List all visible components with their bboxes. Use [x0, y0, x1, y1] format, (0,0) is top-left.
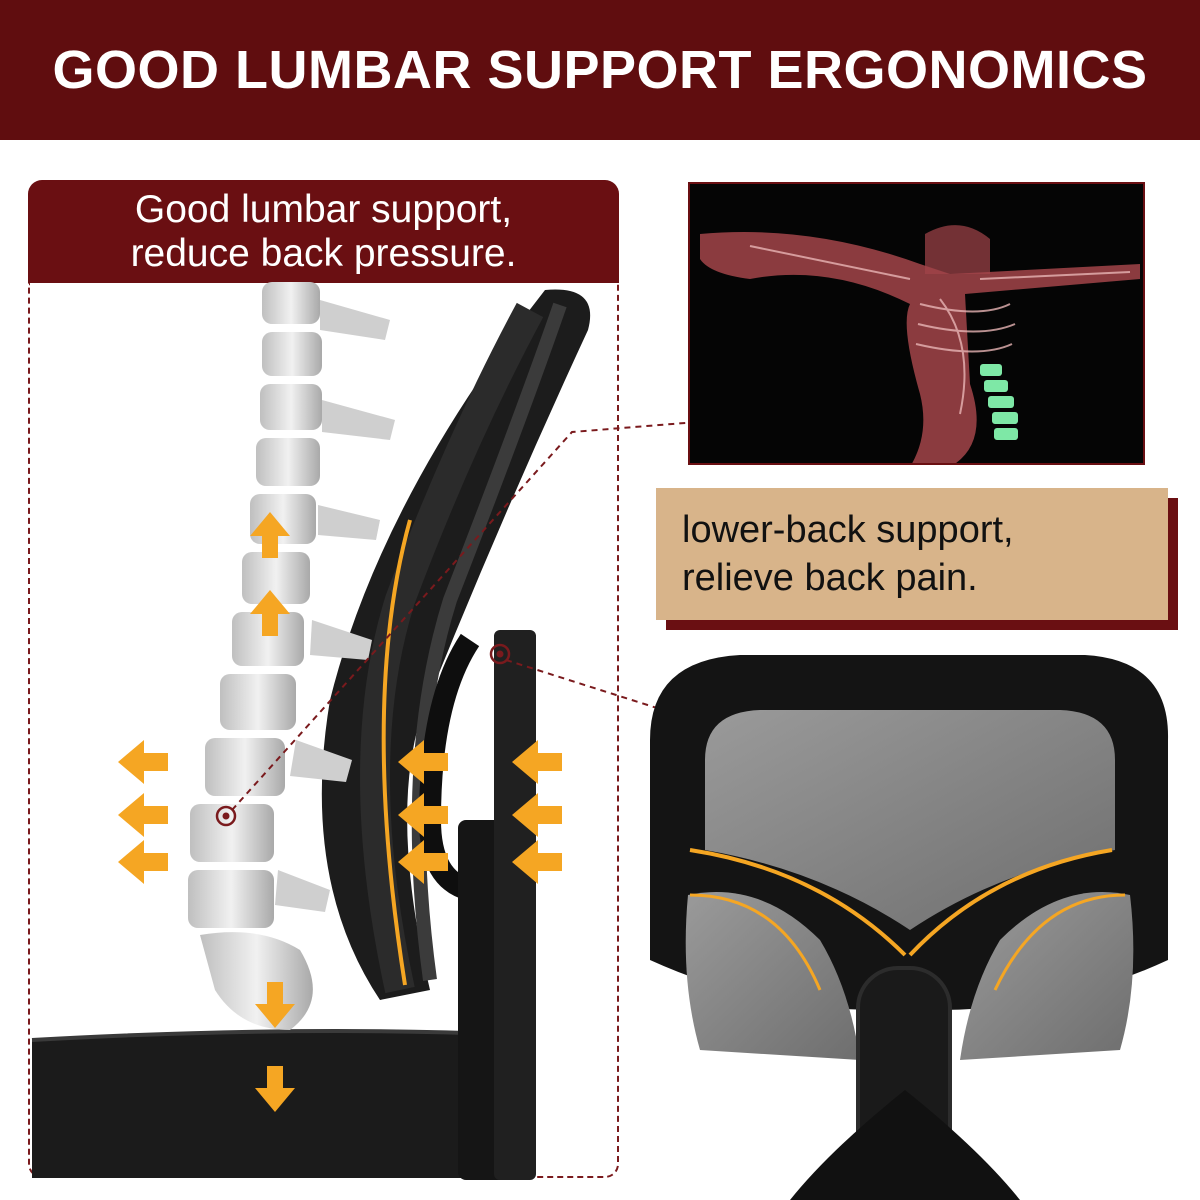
lower-back-callout: lower-back support, relieve back pain.	[656, 488, 1168, 620]
callout-line2: relieve back pain.	[682, 557, 978, 599]
chair-backrest-rear	[650, 655, 1169, 1200]
spine-panel-line2: reduce back pressure.	[130, 231, 517, 275]
spine-panel-line1: Good lumbar support,	[134, 187, 513, 231]
target-marker-icon	[489, 643, 511, 665]
spine-panel-header: Good lumbar support, reduce back pressur…	[28, 180, 619, 283]
spine-illustration	[188, 282, 395, 1030]
target-marker-icon	[215, 805, 237, 827]
title-banner: GOOD LUMBAR SUPPORT ERGONOMICS	[0, 0, 1200, 140]
xray-image	[688, 182, 1145, 465]
arrow-left-icon	[118, 793, 168, 837]
callout-line1: lower-back support,	[682, 509, 1014, 551]
arrow-left-icon	[118, 840, 168, 884]
xray-skeleton-illustration	[690, 184, 1143, 463]
page-title: GOOD LUMBAR SUPPORT ERGONOMICS	[52, 40, 1148, 100]
spine-panel: Good lumbar support, reduce back pressur…	[28, 180, 619, 1180]
arrow-left-icon	[118, 740, 168, 784]
